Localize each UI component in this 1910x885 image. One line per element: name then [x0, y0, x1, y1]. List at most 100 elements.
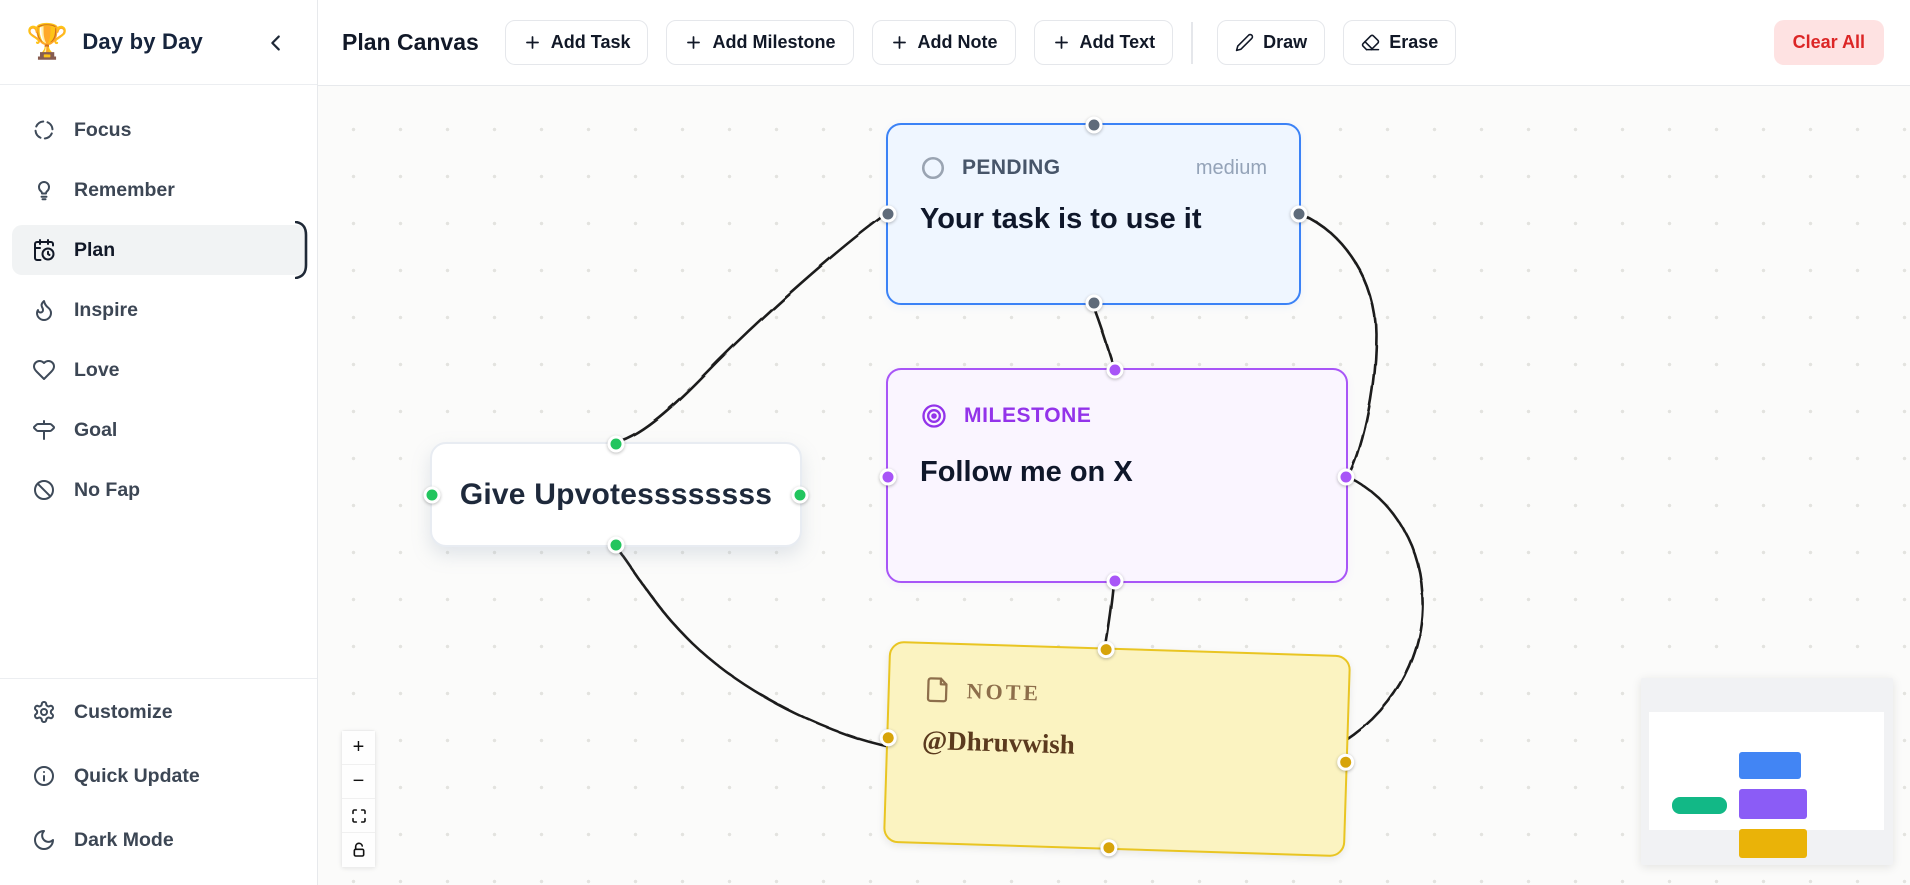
eraser-icon	[1361, 34, 1380, 51]
add-note-label: Add Note	[917, 32, 998, 52]
sidebar-item-label: Plan	[74, 238, 116, 261]
edge-plain-to-note[interactable]	[614, 545, 893, 749]
plain-node[interactable]: Give Upvotessssssss	[423, 435, 809, 554]
app-logo-trophy-icon: 🏆	[26, 23, 69, 61]
edge-milestone-to-note-right[interactable]	[1311, 475, 1424, 758]
sidebar-collapse-button[interactable]	[261, 28, 291, 58]
draw-label: Draw	[1263, 32, 1308, 52]
clear-all-button[interactable]: Clear All	[1773, 20, 1884, 65]
plus-icon	[1054, 36, 1068, 49]
note-handle-bottom[interactable]	[1100, 839, 1119, 857]
plus-icon	[525, 36, 539, 49]
minimap-milestone-node	[1739, 789, 1807, 819]
moon-icon	[34, 830, 54, 850]
zoom-out-button[interactable]: −	[342, 765, 375, 799]
sidebar-item-label: No Fap	[74, 478, 141, 501]
zoom-in-button[interactable]: +	[342, 731, 375, 765]
plain-handle-bottom[interactable]	[607, 536, 625, 554]
plain-handle-top[interactable]	[607, 435, 625, 453]
plain-handle-left[interactable]	[423, 486, 441, 503]
plain-handle-right[interactable]	[791, 486, 809, 503]
heart-icon	[33, 360, 55, 380]
calendar-clock-icon	[34, 239, 55, 261]
milestone-handle-top[interactable]	[1106, 361, 1124, 379]
sidebar-item-quick-update[interactable]: Quick Update	[12, 751, 307, 801]
erase-button[interactable]: Erase	[1343, 20, 1457, 65]
note-handle-left[interactable]	[879, 729, 898, 747]
note-node-header: NOTE	[923, 676, 1314, 715]
minimap[interactable]	[1641, 678, 1893, 865]
chevron-left-icon	[271, 35, 280, 51]
task-handle-top[interactable]	[1085, 116, 1102, 134]
gear-icon	[34, 701, 54, 723]
milestone-node-header: MILESTONE	[920, 402, 1314, 430]
note-label: NOTE	[966, 677, 1042, 706]
task-status-badge: PENDING	[962, 156, 1061, 179]
plus-icon	[892, 36, 906, 49]
plain-node-text: Give Upvotessssssss	[459, 477, 773, 511]
milestone-node[interactable]: MILESTONE Follow me on X	[879, 361, 1355, 590]
sidebar-item-customize[interactable]: Customize	[12, 687, 307, 737]
add-milestone-label: Add Milestone	[712, 32, 836, 52]
task-node-text: Your task is to use it	[920, 203, 1202, 235]
edge-task-to-milestone-right[interactable]	[1299, 212, 1378, 479]
task-node-header: PENDING medium	[920, 155, 1267, 181]
minimap-viewport	[1649, 712, 1884, 858]
plan-canvas[interactable]: PENDING medium Your task is to use it MI…	[318, 86, 1910, 885]
note-node[interactable]: NOTE @Dhruvwish	[879, 640, 1355, 858]
minimap-task-node	[1739, 752, 1801, 779]
sidebar-item-label: Focus	[74, 118, 132, 141]
note-node-text: @Dhruvwish	[921, 724, 1076, 760]
add-task-button[interactable]: Add Task	[504, 20, 649, 65]
target-icon	[922, 404, 946, 428]
canvas-controls: + −	[341, 730, 376, 868]
milestone-handle-bottom[interactable]	[1106, 572, 1124, 590]
ban-icon	[34, 480, 54, 500]
info-icon	[34, 766, 54, 786]
erase-label: Erase	[1389, 32, 1439, 52]
add-text-label: Add Text	[1079, 32, 1156, 52]
note-handle-top[interactable]	[1097, 640, 1116, 659]
milestone-label: MILESTONE	[964, 404, 1092, 427]
milestone-handle-right[interactable]	[1337, 468, 1355, 486]
sidebar-item-label: Inspire	[74, 298, 138, 321]
canvas-toolbar: Plan Canvas Add Task Add Milestone Add N…	[318, 0, 1910, 86]
task-handle-bottom[interactable]	[1085, 294, 1102, 312]
focus-icon	[34, 120, 54, 140]
draw-button[interactable]: Draw	[1217, 20, 1326, 65]
sidebar-item-love[interactable]: Love	[12, 345, 307, 395]
sidebar-footer: Customize Quick Update Dark Mode	[0, 678, 317, 885]
sidebar-item-dark-mode[interactable]: Dark Mode	[12, 815, 307, 865]
task-priority-badge: medium	[1195, 156, 1267, 179]
fit-view-icon	[351, 808, 366, 823]
task-node[interactable]: PENDING medium Your task is to use it	[879, 116, 1308, 312]
sidebar-item-label: Love	[74, 358, 120, 381]
add-task-label: Add Task	[550, 32, 631, 52]
edge-plain-to-task[interactable]	[614, 212, 888, 444]
milestone-node-text: Follow me on X	[920, 456, 1133, 488]
active-item-indicator	[295, 221, 308, 279]
file-icon	[926, 677, 948, 703]
lightbulb-icon	[38, 181, 50, 201]
milestone-handle-left[interactable]	[879, 468, 897, 486]
sidebar: 🏆 Day by Day Focus Remember Plan Inspire…	[0, 0, 318, 885]
fit-view-button[interactable]	[342, 799, 375, 833]
edge-task-to-milestone-top[interactable]	[1091, 303, 1116, 370]
sidebar-item-remember[interactable]: Remember	[12, 165, 307, 215]
add-note-button[interactable]: Add Note	[871, 20, 1016, 65]
sidebar-item-focus[interactable]: Focus	[12, 105, 307, 155]
sidebar-item-no-fap[interactable]: No Fap	[12, 465, 307, 515]
lock-icon	[353, 842, 364, 857]
sidebar-item-goal[interactable]: Goal	[12, 405, 307, 455]
add-text-button[interactable]: Add Text	[1033, 20, 1174, 65]
task-handle-right[interactable]	[1290, 205, 1308, 223]
note-handle-right[interactable]	[1336, 753, 1355, 771]
add-milestone-button[interactable]: Add Milestone	[666, 20, 854, 65]
sidebar-item-label: Remember	[74, 178, 175, 201]
sidebar-item-label: Quick Update	[74, 764, 200, 787]
lock-button[interactable]	[342, 833, 375, 867]
toolbar-divider	[1191, 21, 1194, 64]
task-handle-left[interactable]	[879, 205, 897, 223]
sidebar-item-inspire[interactable]: Inspire	[12, 285, 307, 335]
sidebar-item-plan[interactable]: Plan	[12, 221, 308, 279]
